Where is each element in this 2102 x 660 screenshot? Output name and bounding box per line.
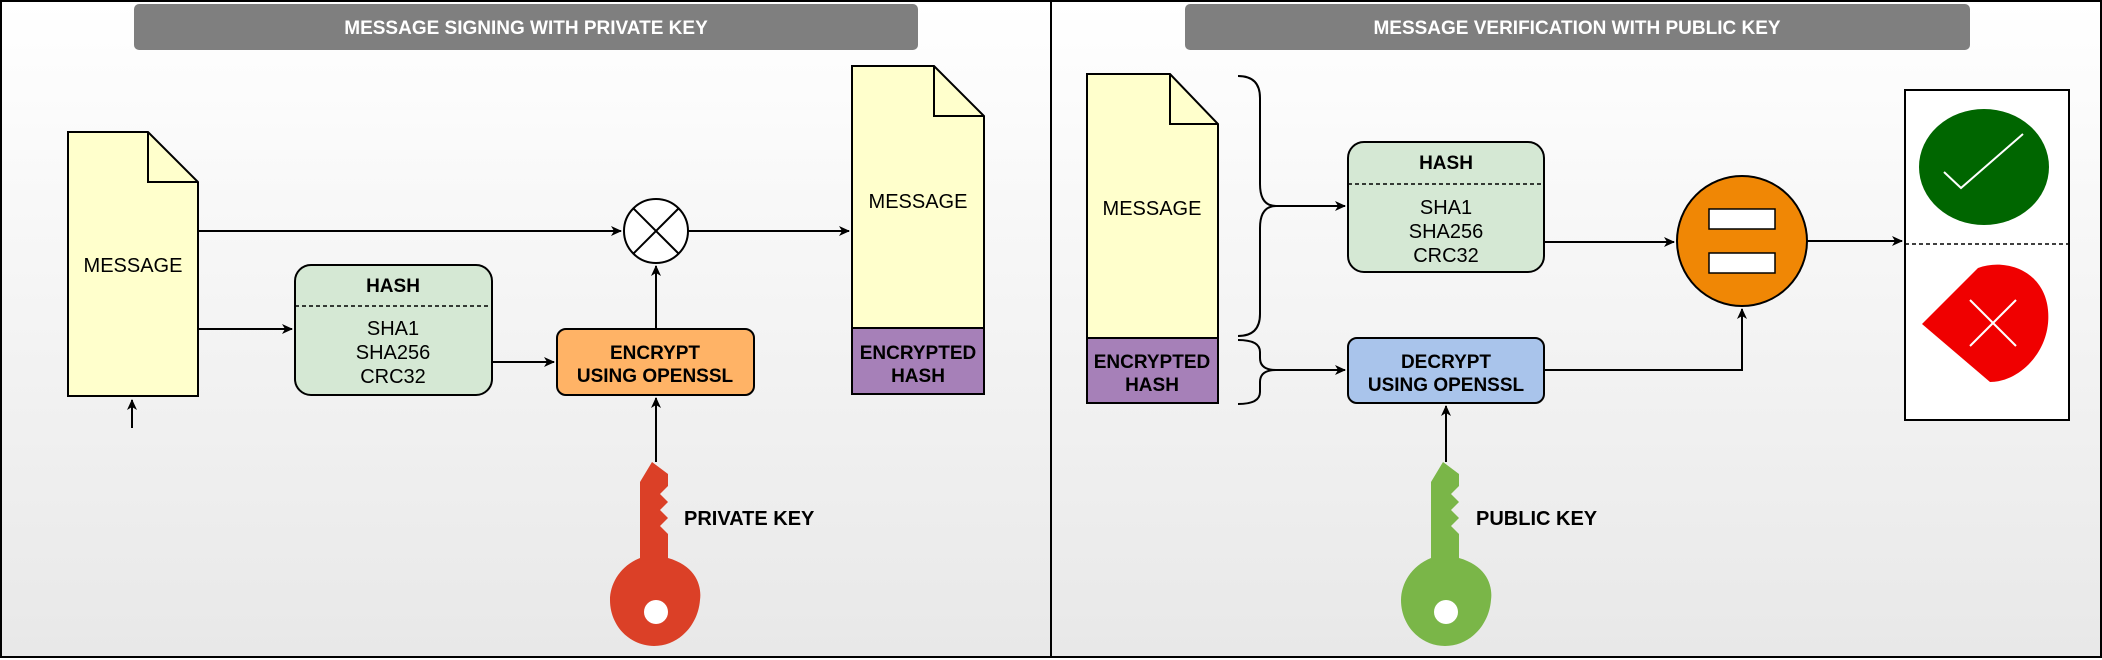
encrypt-line1: ENCRYPT: [610, 343, 700, 364]
encrypt-line2: USING OPENSSL: [577, 366, 734, 387]
input-message-document: MESSAGE: [67, 131, 199, 397]
invalid-cross-icon: [1922, 264, 2049, 382]
received-encrypted-hash: [1086, 337, 1219, 404]
private-key-icon: [610, 462, 701, 646]
equals-icon: [1676, 175, 1808, 307]
signing-hash-algo: CRC32: [360, 366, 426, 388]
received-hash-line1: ENCRYPTED: [1094, 352, 1210, 373]
signing-connectors: [127, 226, 850, 462]
verification-hash-algo: CRC32: [1413, 245, 1479, 267]
verification-hash-algo: SHA256: [1409, 221, 1484, 243]
signing-hash-algo: SHA1: [367, 318, 419, 340]
verification-title-bar: [1185, 4, 1970, 50]
result-box: [1904, 89, 2070, 421]
received-message-label: MESSAGE: [1103, 198, 1202, 220]
verification-panel: MESSAGE VERIFICATION WITH PUBLIC KEY MES…: [1050, 0, 2102, 658]
output-message-label: MESSAGE: [869, 191, 968, 213]
output-hash-line1: ENCRYPTED: [860, 343, 976, 364]
encrypt-box: ENCRYPT USING OPENSSL: [556, 328, 755, 396]
verification-connectors: [1276, 201, 1903, 462]
signing-hash-title: HASH: [366, 276, 420, 297]
received-document: MESSAGE ENCRYPTED HASH: [1086, 73, 1219, 404]
combine-circle: [623, 198, 689, 264]
valid-check-icon: [1919, 109, 2049, 225]
verification-title: MESSAGE VERIFICATION WITH PUBLIC KEY: [1373, 18, 1780, 39]
signing-title: MESSAGE SIGNING WITH PRIVATE KEY: [344, 18, 708, 39]
output-encrypted-hash: [851, 327, 985, 395]
verification-hash-box: HASH SHA1 SHA256 CRC32: [1347, 141, 1545, 273]
decrypt-box: DECRYPT USING OPENSSL: [1347, 337, 1545, 404]
decrypt-line2: USING OPENSSL: [1368, 375, 1525, 396]
signing-panel: MESSAGE SIGNING WITH PRIVATE KEY MESSAGE…: [0, 0, 1052, 658]
verification-hash-title: HASH: [1419, 153, 1473, 174]
public-key-label: PUBLIC KEY: [1476, 508, 1598, 530]
signing-hash-box: HASH SHA1 SHA256 CRC32: [294, 264, 493, 396]
signing-title-bar: [134, 4, 918, 50]
signing-hash-algo: SHA256: [356, 342, 431, 364]
verification-hash-algo: SHA1: [1420, 197, 1472, 219]
signed-output-document: MESSAGE ENCRYPTED HASH: [851, 65, 985, 395]
public-key-icon: [1401, 462, 1492, 646]
decrypt-line1: DECRYPT: [1401, 352, 1491, 373]
input-message-label: MESSAGE: [84, 255, 183, 277]
received-hash-line2: HASH: [1125, 375, 1179, 396]
private-key-label: PRIVATE KEY: [684, 508, 815, 530]
output-hash-line2: HASH: [891, 366, 945, 387]
